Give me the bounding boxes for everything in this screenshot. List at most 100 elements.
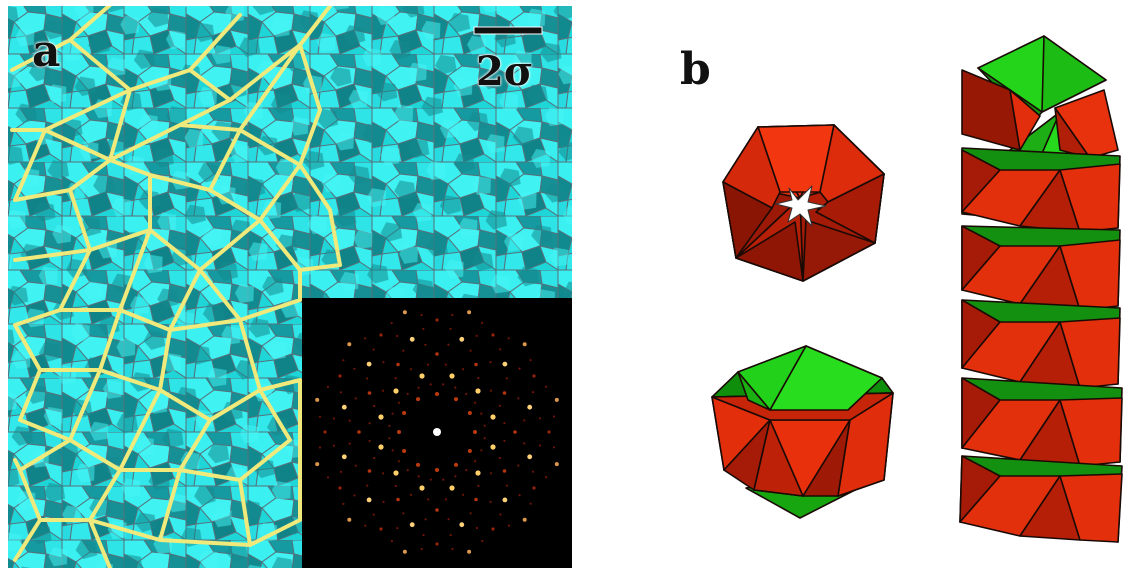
diffraction-spot (402, 310, 407, 315)
diffraction-spot (517, 397, 520, 400)
diffraction-spot (397, 401, 400, 404)
diffraction-spot (444, 363, 447, 366)
diffraction-spot (391, 449, 394, 452)
diffraction-spot (364, 524, 367, 527)
diffraction-spot (480, 412, 483, 415)
diffraction-spot (382, 361, 385, 364)
diffraction-spot (518, 367, 521, 370)
diffraction-spot (409, 336, 415, 342)
diffraction-spot (489, 361, 492, 364)
diffraction-spot (424, 518, 427, 521)
diffraction-spot (429, 383, 432, 386)
diffraction-spot (532, 470, 535, 473)
diffraction-spot (517, 464, 520, 467)
diffraction-spot (424, 343, 427, 346)
diffraction-spot (416, 397, 420, 402)
diffraction-spot (447, 518, 450, 521)
diffraction-spot (499, 348, 502, 351)
diffraction-spot (419, 373, 425, 379)
diffraction-spot (469, 349, 472, 352)
diffraction-spot (338, 486, 342, 490)
diffraction-spot (449, 373, 455, 379)
diffraction-spot (483, 437, 486, 440)
column-ring-5 (959, 455, 1123, 543)
diffraction-spot (394, 484, 397, 488)
diffraction-spot (429, 478, 432, 481)
diffraction-spot (373, 404, 376, 408)
diffraction-spot (529, 502, 532, 505)
diffraction-spots (315, 310, 559, 554)
diffraction-spot (529, 359, 532, 362)
diffraction-spot (326, 385, 329, 388)
diffraction-spot (422, 534, 425, 537)
diffraction-spot (490, 444, 496, 450)
diffraction-spot (402, 411, 407, 415)
diffraction-spot (416, 462, 420, 467)
diffraction-spot (522, 342, 527, 347)
diffraction-spot (367, 391, 372, 395)
diffraction-spot (474, 460, 477, 463)
diffraction-spot (397, 460, 400, 463)
diffraction-spot (444, 498, 447, 501)
diffraction-spot (531, 391, 535, 394)
diffraction-spot (348, 419, 351, 422)
diffraction-spot (366, 484, 369, 487)
diffraction-spot (552, 415, 556, 418)
diffraction-spot (483, 424, 486, 427)
diffraction-spot (474, 362, 478, 367)
diffraction-spot (332, 417, 335, 420)
diffraction-spot (442, 478, 445, 481)
diffraction-spot (396, 362, 400, 367)
diffraction-spot (391, 412, 394, 415)
diffraction-spot (481, 321, 484, 324)
diffraction-spot (473, 430, 477, 434)
panel-label-a: a (32, 26, 61, 77)
diffraction-spot (489, 472, 493, 475)
diffraction-spot (532, 486, 536, 490)
diffraction-spot (368, 422, 371, 425)
diffraction-spot (467, 310, 472, 315)
diffraction-spot (505, 377, 508, 380)
diffraction-spot (547, 430, 551, 434)
diffraction-spot (318, 415, 322, 418)
diffraction-spot (435, 318, 439, 322)
column-ring-1 (961, 147, 1121, 233)
diffraction-spot (366, 361, 372, 367)
diffraction-spot (449, 534, 452, 537)
diffraction-spot (503, 439, 506, 442)
panel-a-tiling (8, 6, 572, 568)
diffraction-spot (474, 497, 478, 502)
diffraction-spot (381, 389, 385, 392)
diffraction-spot (474, 401, 477, 404)
diffraction-spot (518, 494, 521, 497)
diffraction-spot (449, 485, 455, 491)
diffraction-spot (522, 517, 527, 522)
diffraction-spot (480, 449, 483, 452)
diffraction-spot (461, 368, 465, 371)
diffraction-spot (315, 462, 320, 467)
polyhedron-ring-top-view (722, 124, 885, 282)
diffraction-spot (409, 368, 412, 371)
diffraction-inset (302, 298, 572, 568)
diffraction-spot (366, 497, 372, 503)
polyhedron-ring-capped (711, 345, 894, 519)
diffraction-spot (513, 430, 517, 434)
diffraction-spot (467, 549, 472, 554)
diffraction-spot (554, 462, 559, 467)
diffraction-spot (475, 470, 481, 476)
diffraction-spot (394, 377, 397, 380)
diffraction-spot (373, 457, 376, 460)
panel-label-b: b (680, 44, 711, 95)
diffraction-spot (435, 392, 439, 396)
diffraction-spot (502, 391, 507, 395)
diffraction-spot (499, 513, 502, 516)
diffraction-spot (339, 391, 342, 394)
diffraction-spot (420, 547, 423, 551)
diffraction-spot (489, 500, 492, 503)
diffraction-spot (475, 388, 481, 394)
diffraction-spot (393, 388, 399, 394)
diffraction-spot (523, 442, 526, 445)
diffraction-spot (554, 397, 559, 402)
diffraction-spot (417, 386, 420, 389)
diffraction-spot (396, 527, 399, 530)
